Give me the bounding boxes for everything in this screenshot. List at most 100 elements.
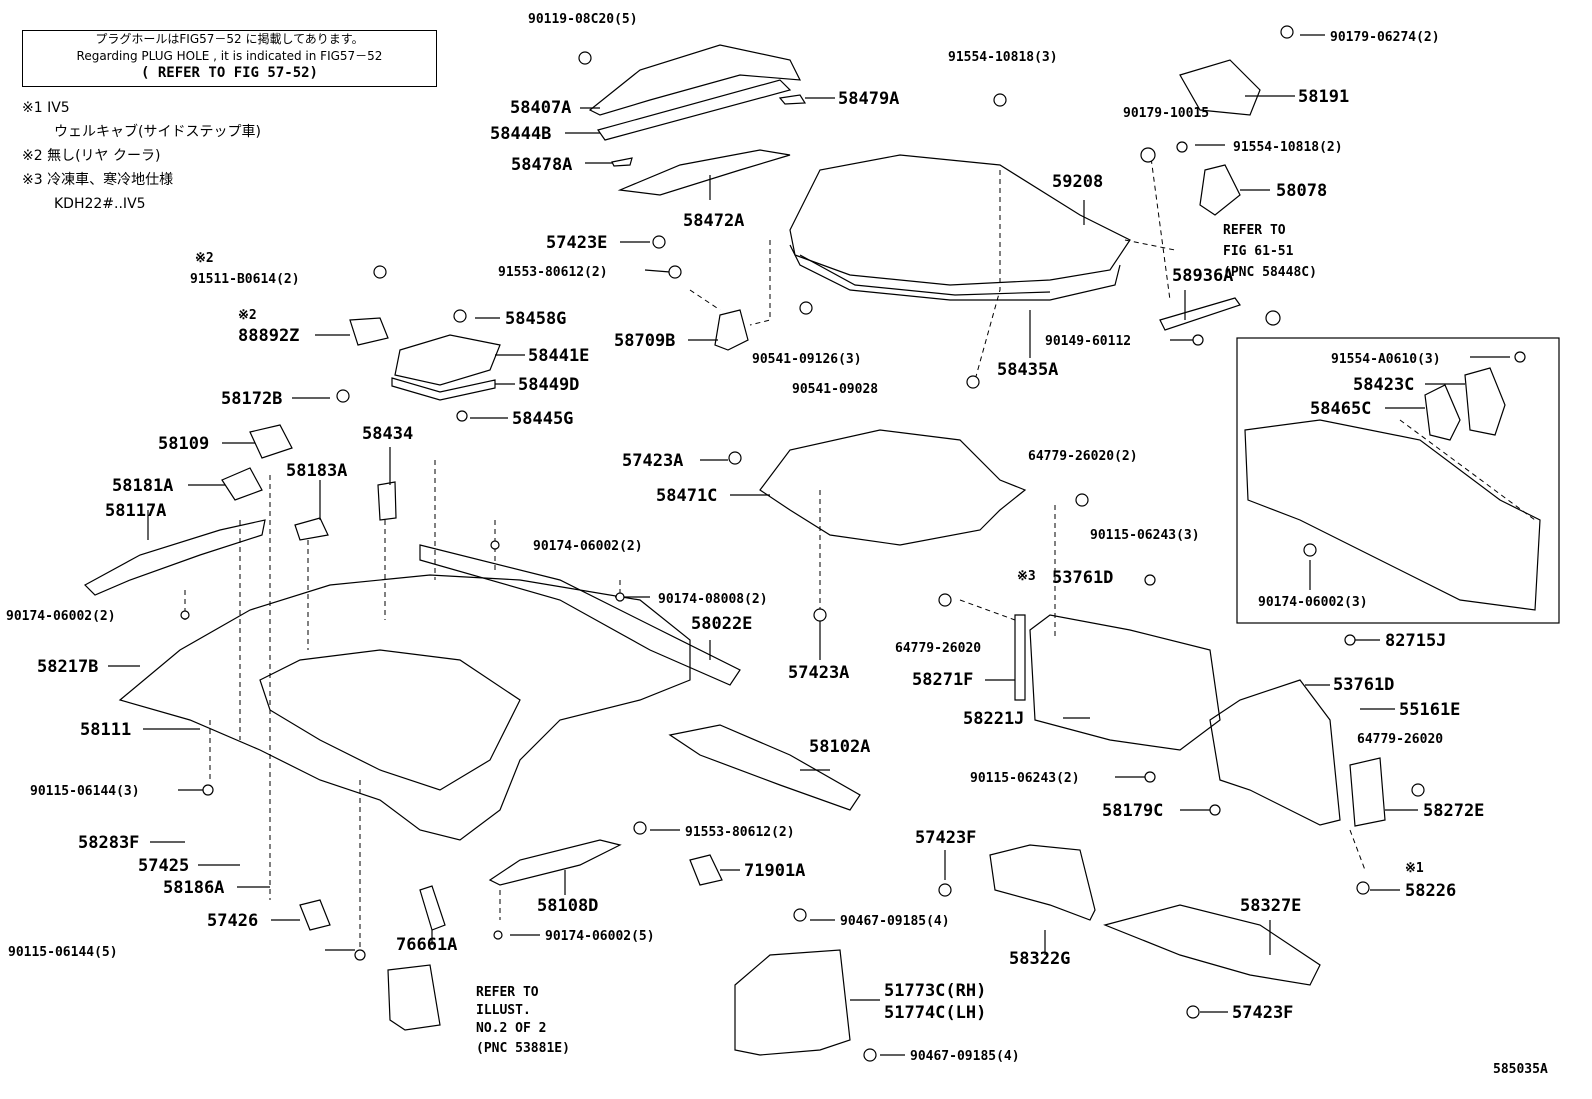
part-shape-76661A	[419, 885, 446, 931]
label-58179C: 58179C	[1102, 801, 1163, 821]
part-shape-58108D	[488, 839, 622, 886]
label-71901A: 71901A	[744, 861, 805, 881]
label-90115-06144-3: 90115-06144(3)	[30, 784, 140, 799]
plug-58448C	[1265, 310, 1281, 326]
part-shape-51773C	[734, 949, 851, 1056]
label-58471C: 58471C	[656, 486, 717, 506]
part-shape-58322G	[989, 844, 1096, 921]
nut-90174d	[1303, 543, 1317, 557]
clip-90467a	[793, 908, 807, 922]
label-90179b: 90179-10015	[1123, 106, 1209, 121]
dash-59208	[1124, 239, 1176, 251]
leader-91553a	[644, 269, 671, 273]
bolt-91553a	[668, 265, 682, 279]
bolt-91554b	[1176, 141, 1188, 153]
label-58465C: 58465C	[1310, 399, 1371, 419]
label-64779-right: 64779-26020	[1357, 732, 1443, 747]
part-shape-58709B	[714, 309, 749, 351]
legend-mark-3: ※3 冷凍車、寒冷地仕様	[22, 172, 174, 188]
dash-58709B	[749, 240, 771, 326]
label-note3: ※3	[1017, 569, 1036, 584]
part-shape-58117A	[84, 519, 266, 596]
part-shape-58407A	[588, 44, 802, 116]
label-64779-single: 64779-26020	[895, 641, 981, 656]
part-labels: 90119-08C20(5) 58407A 58479A 58444B 5847…	[6, 12, 1548, 1077]
bolt-91511	[373, 265, 387, 279]
label-55161E: 55161E	[1399, 700, 1460, 720]
label-90174-06002-5: 90174-06002(5)	[545, 929, 655, 944]
part-shape-58449D	[391, 377, 496, 401]
label-58441E: 58441E	[528, 346, 589, 366]
part-shape-58471C	[759, 429, 1027, 546]
part-shape-58102A	[668, 724, 861, 811]
label-note1: ※1	[1405, 861, 1424, 876]
part-shape-58272E	[1349, 757, 1386, 827]
label-90174-left: 90174-06002(2)	[6, 609, 116, 624]
part-shape-inset-panel	[1244, 419, 1541, 611]
label-91554-a0610: 91554-A0610(3)	[1331, 352, 1441, 367]
clip-64779b	[938, 593, 952, 607]
label-note2-b: ※2	[238, 308, 257, 323]
part-shape-88892Z	[349, 317, 389, 346]
label-58272E: 58272E	[1423, 801, 1484, 821]
label-57423F-b: 57423F	[1232, 1003, 1293, 1023]
label-58449D: 58449D	[518, 375, 579, 395]
part-shape-58327E	[1103, 904, 1321, 986]
plug-57423Ab	[813, 608, 827, 622]
clip-64779c	[1411, 783, 1425, 797]
label-58407A: 58407A	[510, 98, 571, 118]
clip-58445G	[456, 410, 468, 422]
label-note2-a: ※2	[195, 251, 214, 266]
label-refer-fig61-line2: FIG 61-51	[1223, 244, 1294, 259]
leader-lines	[108, 34, 1510, 1056]
label-57423A-top: 57423A	[622, 451, 683, 471]
label-57425: 57425	[138, 856, 189, 876]
label-90467-b: 90467-09185(4)	[910, 1049, 1020, 1064]
label-57423A-bottom: 57423A	[788, 663, 849, 683]
label-53761D-a: 53761D	[1052, 568, 1113, 588]
note-line-ref: ( REFER TO FIG 57-52)	[140, 65, 318, 81]
label-91511: 91511-B0614(2)	[190, 272, 300, 287]
part-shape-57426	[299, 899, 331, 931]
leader-dashes	[184, 149, 1536, 950]
legend-detail-3: KDH22#..IV5	[54, 196, 146, 212]
note-line-jp: プラグホールはFIG57－52 に掲載してあります。	[95, 32, 364, 46]
plug-58458G	[453, 309, 467, 323]
part-shape-58434	[377, 481, 397, 521]
part-58226	[1356, 881, 1370, 895]
dash-91554	[974, 170, 1001, 381]
plug-57423E	[652, 235, 666, 249]
plug-57423Aa	[728, 451, 742, 465]
part-shape-58271F	[1014, 614, 1026, 701]
label-90179a: 90179-06274(2)	[1330, 30, 1440, 45]
legend: ※1 IV5 ウェルキャブ(サイドステップ車) ※2 無し(リヤ クーラ) ※3…	[22, 96, 261, 216]
plug-90541a	[799, 301, 813, 315]
label-58327E: 58327E	[1240, 896, 1301, 916]
label-58221J: 58221J	[963, 709, 1024, 729]
bolt-90115a	[1144, 574, 1156, 586]
label-88892Z: 88892Z	[238, 326, 299, 346]
label-58117A: 58117A	[105, 501, 166, 521]
label-refer-illust-line3: NO.2 OF 2	[476, 1021, 546, 1036]
label-refer-fig61-line1: REFER TO	[1223, 223, 1286, 238]
nut-90179a	[1280, 25, 1294, 39]
note-line-en: Regarding PLUG HOLE , it is indicated in…	[76, 49, 383, 63]
label-91553-b: 91553-80612(2)	[685, 825, 795, 840]
part-shape-58423C	[1464, 367, 1506, 436]
plug-57423Fa	[938, 883, 952, 897]
label-90115-3: 90115-06243(3)	[1090, 528, 1200, 543]
part-shape-53881E	[387, 964, 441, 1031]
part-shape-58465C	[1424, 384, 1461, 441]
label-58078: 58078	[1276, 181, 1327, 201]
label-91554a: 91554-10818(3)	[948, 50, 1058, 65]
part-shape-58109	[249, 424, 293, 459]
label-53761D-b: 53761D	[1333, 675, 1394, 695]
label-58283F: 58283F	[78, 833, 139, 853]
part-shape-58472A	[617, 149, 791, 196]
label-57423F-a: 57423F	[915, 828, 976, 848]
bolt-90115c	[202, 784, 214, 796]
dash-inset	[1399, 419, 1536, 521]
label-90174-center: 90174-06002(2)	[533, 539, 643, 554]
clip-90467b	[863, 1048, 877, 1062]
